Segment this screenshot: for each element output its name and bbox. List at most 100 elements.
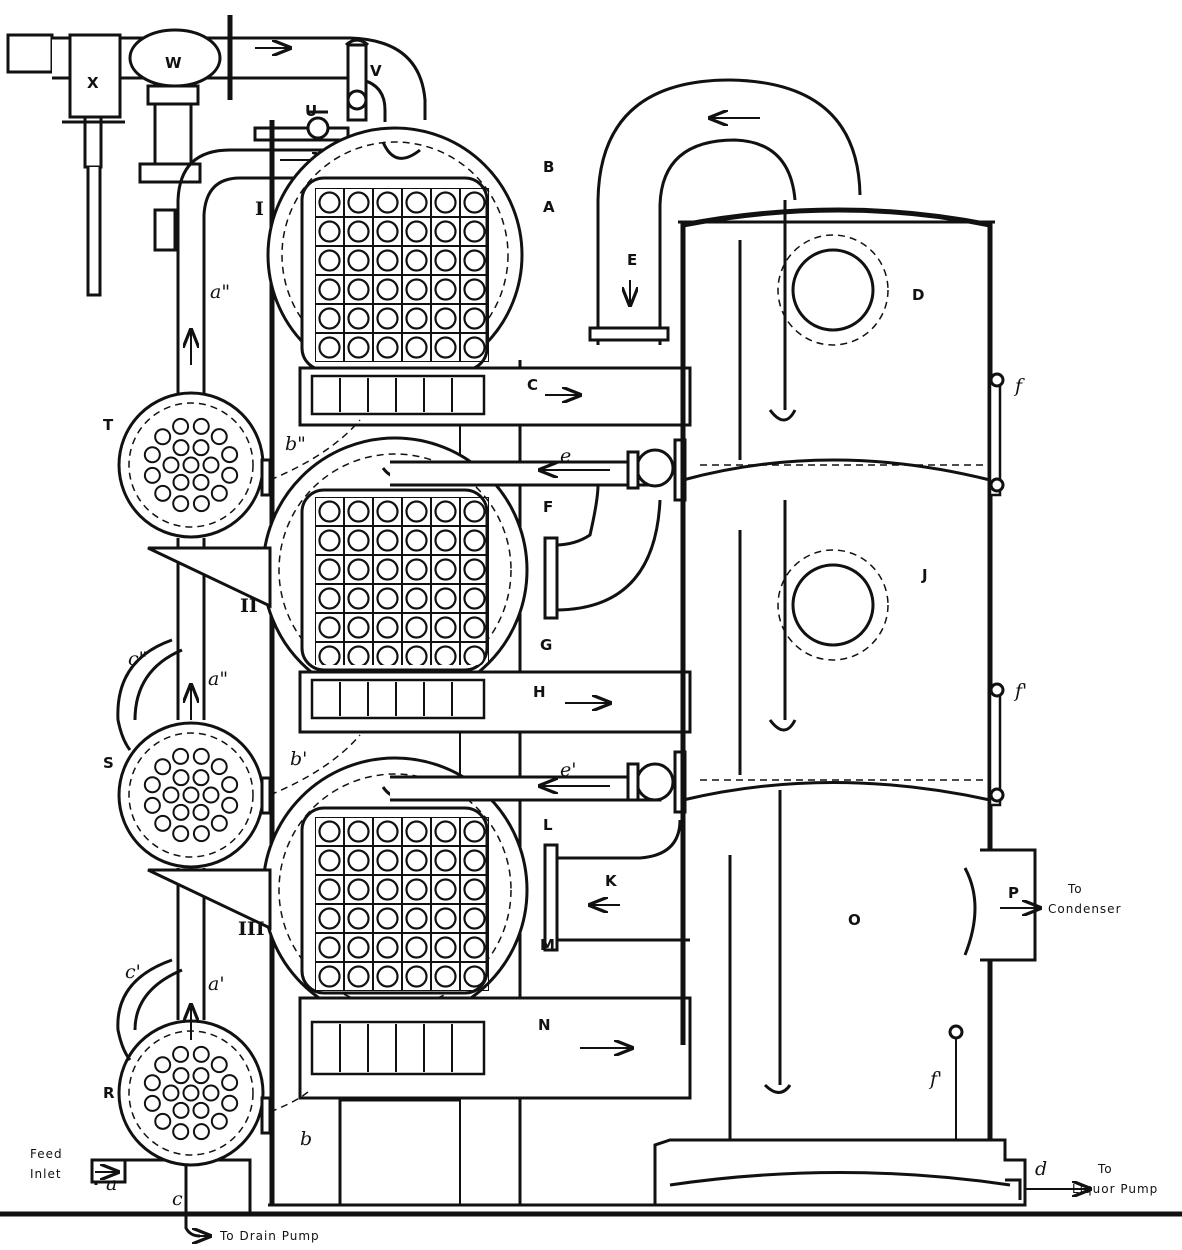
heater-tube [172, 747, 190, 765]
heater-pipe-right [202, 176, 400, 480]
caption-to-liquor-1: To [1097, 1162, 1113, 1176]
label-u: U [305, 102, 317, 120]
heater-tube [192, 473, 210, 491]
label-f-upper: F [543, 498, 553, 516]
heater-tube [172, 1045, 190, 1063]
liquor-outlet-d [1005, 1178, 1090, 1200]
caption-to-condenser-1: To [1067, 882, 1083, 896]
label-d-upper: D [912, 286, 924, 304]
label-e-lower: e [560, 445, 571, 467]
heater-tube [210, 1056, 228, 1074]
heater-tube [143, 796, 161, 814]
label-v: V [370, 62, 382, 80]
effect-iii-outlet-n [298, 996, 692, 1100]
heater-tube [202, 1084, 220, 1102]
label-a-upper: A [543, 198, 555, 216]
vapor-pipe-f [543, 484, 662, 620]
vapor-body-j [682, 500, 991, 802]
effect-i-label: I [255, 198, 264, 220]
heater-tube [172, 473, 190, 491]
valve-w [128, 28, 222, 252]
heater-tube [172, 1067, 190, 1085]
condensate-pipes-b [269, 419, 361, 1113]
drain-pipe [184, 1165, 210, 1236]
effect-i-outlet-c [298, 366, 692, 427]
label-a-lower: a [106, 1173, 117, 1195]
label-t: T [103, 416, 114, 434]
caption-inlet: Inlet [30, 1167, 62, 1181]
label-b-double-prime: b" [285, 433, 306, 455]
label-b-prime: b' [290, 748, 307, 770]
heater-tube [154, 758, 172, 776]
label-l-upper: L [543, 816, 553, 834]
label-g-upper: G [540, 636, 552, 654]
label-d-lower: d [1035, 1158, 1047, 1180]
heater-tube [192, 1045, 210, 1063]
label-r: R [103, 1084, 115, 1102]
pipe-e [390, 438, 687, 502]
heater-tube [202, 786, 220, 804]
heater-tube [162, 1084, 180, 1102]
heater-tube [202, 456, 220, 474]
heater-tube [172, 417, 190, 435]
heater-tube [210, 428, 228, 446]
pipe-e-prime [390, 750, 687, 814]
heater-tube [143, 446, 161, 464]
caption-drain-pump: To Drain Pump [219, 1229, 320, 1243]
heater-tube [162, 786, 180, 804]
heater-pipe-left [176, 148, 400, 480]
heater-tube [143, 1094, 161, 1112]
heater-tube [172, 1101, 190, 1119]
label-p-upper: P [1008, 884, 1019, 902]
heater-tube [192, 769, 210, 787]
heater-tube [182, 456, 200, 474]
effect-iii-label: III [238, 918, 265, 940]
italic-labels: a" a" a' a b" b' b c" c' c d e e' f f' f… [106, 281, 1047, 1210]
heater-tube [221, 1094, 239, 1112]
label-f-prime-lower: f' [928, 1068, 942, 1090]
heater-tube [154, 1112, 172, 1130]
heater-tube [221, 446, 239, 464]
heater-tube [143, 776, 161, 794]
heater-tube [192, 803, 210, 821]
heater-tube [154, 484, 172, 502]
heater-tube [210, 1112, 228, 1130]
heater-tube [172, 495, 190, 513]
label-a-double-prime-upper: a" [210, 281, 230, 303]
effect-ii-calandria [261, 436, 529, 704]
letter-labels: X W V U B A E D C F G H J K L M N O P T … [87, 54, 1019, 1102]
captions: Feed Inlet To Drain Pump To Condenser To… [30, 882, 1158, 1243]
label-a-prime: a' [208, 973, 225, 995]
heater-tube [210, 814, 228, 832]
heater-tube [172, 769, 190, 787]
support-brackets [147, 546, 272, 931]
caption-feed: Feed [30, 1147, 63, 1161]
label-a-double-prime: a" [208, 668, 228, 690]
heater-tube [182, 786, 200, 804]
heater-tube [192, 417, 210, 435]
label-o-upper: O [848, 911, 861, 929]
effect-ii-label: II [240, 595, 258, 617]
heater-tube [172, 825, 190, 843]
heater-tube [221, 466, 239, 484]
caption-to-condenser-2: Condenser [1048, 902, 1122, 916]
heater-tube [221, 796, 239, 814]
label-c-prime: c' [125, 961, 141, 983]
caption-liquor-pump: Liquor Pump [1072, 1182, 1158, 1196]
heater-tube [192, 439, 210, 457]
label-n-upper: N [538, 1016, 551, 1034]
label-c-lower: c [172, 1188, 183, 1210]
feed-inlet-pipe [90, 1158, 127, 1184]
label-x: X [87, 74, 99, 92]
vapor-pipe-e [588, 78, 862, 345]
vapor-body-o [653, 790, 1037, 1207]
label-b-upper: B [543, 158, 554, 176]
effect-ii-outlet-h [298, 670, 692, 734]
heater-tube [221, 776, 239, 794]
label-e-prime: e' [560, 759, 576, 781]
label-b-lower: b [300, 1128, 312, 1150]
heater-tube [192, 1123, 210, 1141]
label-f-lower: f [1013, 375, 1025, 397]
heater-tube [172, 803, 190, 821]
